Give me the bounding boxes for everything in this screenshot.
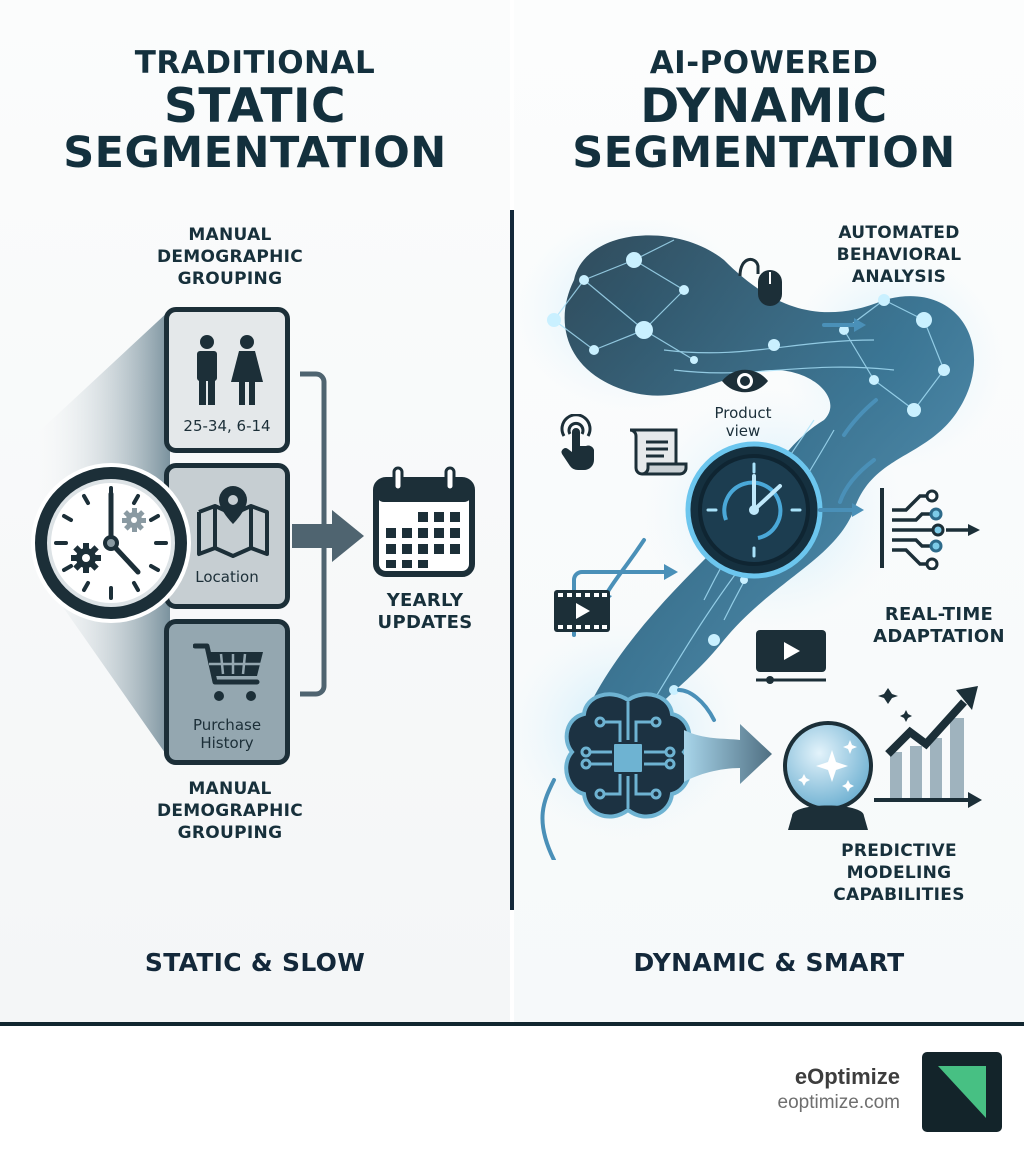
top-grouping-label: MANUAL DEMOGRAPHIC GROUPING <box>110 224 350 290</box>
right-title-line2: DYNAMIC <box>640 79 888 134</box>
right-title: AI-POWERED DYNAMIC SEGMENTATION <box>514 48 1014 175</box>
prediction-arrow-icon <box>684 724 772 784</box>
footer-divider <box>0 1022 1024 1026</box>
bottom-grouping-label: MANUAL DEMOGRAPHIC GROUPING <box>110 778 350 844</box>
video-player-icon <box>756 630 826 684</box>
left-title-line1: TRADITIONAL <box>134 45 376 81</box>
behavioral-label: AUTOMATED BEHAVIORAL ANALYSIS <box>824 222 974 288</box>
caption-line: History <box>200 734 254 752</box>
caption-line: Purchase <box>192 716 262 734</box>
static-segmentation-panel: TRADITIONAL STATIC SEGMENTATION MANUAL D… <box>0 0 510 1024</box>
label-line: CAPABILITIES <box>833 885 965 905</box>
yearly-updates-label: YEARLY UPDATES <box>360 590 490 634</box>
purchase-history-box: Purchase History <box>164 619 290 765</box>
label-line: YEARLY <box>386 590 464 611</box>
center-divider <box>510 210 514 910</box>
left-title: TRADITIONAL STATIC SEGMENTATION <box>0 48 510 175</box>
brain-chip-icon <box>564 692 692 819</box>
label-line: MANUAL <box>188 779 272 799</box>
label-line: AUTOMATED <box>838 223 960 243</box>
label-line: GROUPING <box>177 269 283 289</box>
label-line: ADAPTATION <box>873 626 1005 647</box>
label-line: GROUPING <box>177 823 283 843</box>
purchase-caption: Purchase History <box>169 716 285 752</box>
label-line: DEMOGRAPHIC <box>156 801 304 821</box>
dynamic-tagline: DYNAMIC & SMART <box>633 948 905 977</box>
left-title-line3: SEGMENTATION <box>63 128 447 178</box>
demographic-caption: 25-34, 6-14 <box>183 417 271 435</box>
label-line: DEMOGRAPHIC <box>156 247 304 267</box>
mouse-icon <box>738 258 782 306</box>
label-line: Product <box>714 404 772 422</box>
calendar-icon <box>373 466 475 577</box>
brand-block: eOptimize eoptimize.com <box>778 1064 901 1114</box>
realtime-label: REAL-TIME ADAPTATION <box>864 604 1014 648</box>
label-line: REAL-TIME <box>884 604 994 625</box>
label-line: view <box>725 422 761 440</box>
crystal-ball-icon <box>783 721 873 830</box>
location-caption: Location <box>195 568 259 586</box>
dynamic-segmentation-panel: AI-POWERED DYNAMIC SEGMENTATION <box>514 0 1024 1024</box>
label-line: ANALYSIS <box>851 267 947 287</box>
clock-gears-icon <box>31 463 191 623</box>
brand-url[interactable]: eoptimize.com <box>777 1092 901 1113</box>
people-icon <box>197 335 263 405</box>
demographic-box: 25-34, 6-14 <box>164 307 290 453</box>
touch-icon <box>560 414 594 470</box>
logo-triangle-icon <box>938 1066 986 1118</box>
product-view-label: Product view <box>698 404 788 440</box>
label-line: MANUAL <box>188 225 272 245</box>
label-line: PREDICTIVE <box>841 841 957 861</box>
label-line: UPDATES <box>377 612 473 633</box>
brand-logo <box>922 1052 1002 1132</box>
map-pin-icon <box>197 486 269 558</box>
document-icon <box>629 428 688 476</box>
static-tagline: STATIC & SLOW <box>144 948 366 977</box>
film-play-icon <box>554 590 610 632</box>
label-line: BEHAVIORAL <box>836 245 962 265</box>
eye-icon <box>722 369 768 393</box>
left-title-line2: STATIC <box>163 79 347 134</box>
brand-name: eOptimize <box>794 1064 900 1089</box>
label-line: MODELING <box>846 863 952 883</box>
right-title-line1: AI-POWERED <box>649 45 879 81</box>
right-title-line3: SEGMENTATION <box>572 128 956 178</box>
shopping-cart-icon <box>193 643 263 701</box>
circuit-output-icon <box>880 488 980 570</box>
predictive-label: PREDICTIVE MODELING CAPABILITIES <box>814 840 984 906</box>
right-arrow-icon <box>292 510 364 562</box>
growth-chart-icon <box>874 686 982 808</box>
